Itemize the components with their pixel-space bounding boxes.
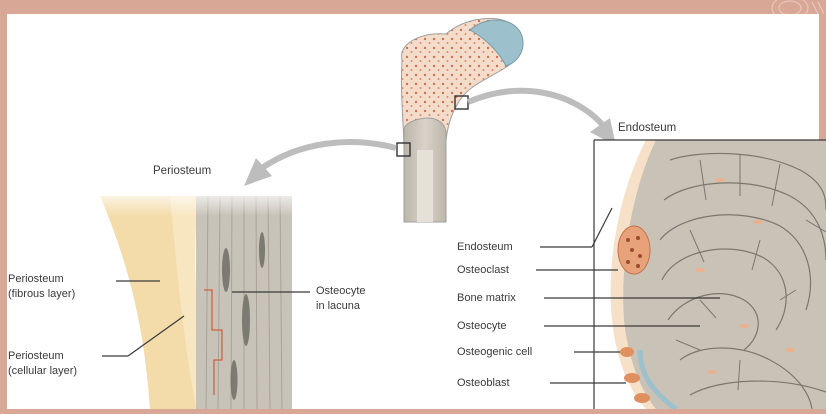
periosteum-title-label: Periosteum <box>153 164 211 178</box>
osteocyte-lacuna-label-2: in lacuna <box>316 299 360 313</box>
endosteum-title-label: Endosteum <box>618 121 676 135</box>
osteoclast-label: Osteoclast <box>457 263 509 277</box>
inset-top-fade <box>100 186 300 216</box>
osteocyte-lacuna-label-1: Osteocyte <box>316 284 366 298</box>
periosteum-fibrous-label-1: Periosteum <box>8 272 64 286</box>
periosteum-fibrous-label-2: (fibrous layer) <box>8 287 75 301</box>
osteogenic-cell-label: Osteogenic cell <box>457 345 532 359</box>
osteoblast-label: Osteoblast <box>457 376 510 390</box>
medullary-cavity <box>417 150 433 222</box>
osteocyte-label: Osteocyte <box>457 319 507 333</box>
endosteum-inset <box>594 140 826 409</box>
periosteum-cellular-label-1: Periosteum <box>8 349 64 363</box>
endosteum-label: Endosteum <box>457 240 513 254</box>
periosteum-cellular-label-2: (cellular layer) <box>8 364 77 378</box>
periosteum-inset <box>100 186 300 409</box>
bone-matrix-label: Bone matrix <box>457 291 516 305</box>
